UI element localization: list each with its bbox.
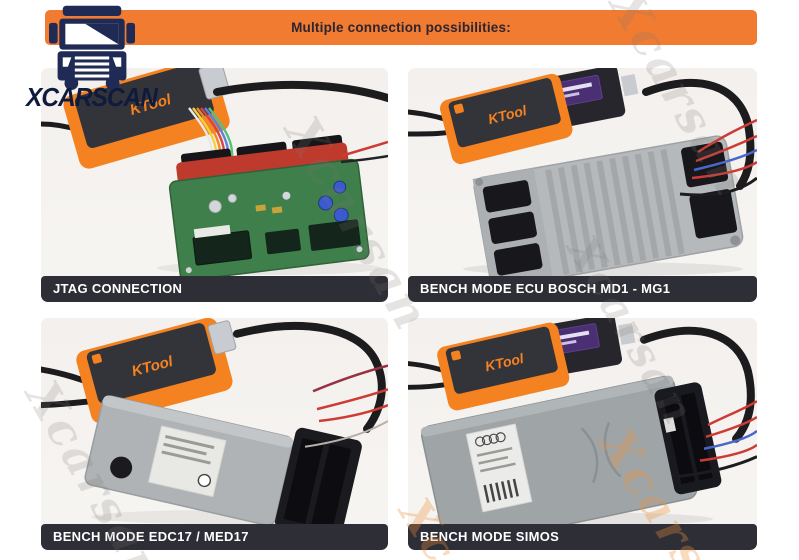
bench-simos-photo-illustration: KTool	[408, 318, 757, 524]
bench-simos-photo: KTool	[408, 318, 757, 524]
banner: Multiple connection possibilities:	[45, 10, 757, 45]
brand-name: XCARSCAN	[26, 82, 158, 112]
banner-text: Multiple connection possibilities:	[291, 20, 511, 35]
panel-caption: BENCH MODE EDC17 / MED17	[41, 524, 388, 550]
jtag-photo: KTool	[41, 68, 388, 276]
bench-md1-photo: KTool	[408, 68, 757, 276]
panel-caption: JTAG CONNECTION	[41, 276, 388, 302]
panel-bench-edc17: KTool	[41, 318, 388, 550]
panel-caption: BENCH MODE SIMOS	[408, 524, 757, 550]
panel-caption: BENCH MODE ECU BOSCH MD1 - MG1	[408, 276, 757, 302]
panel-jtag: KTool	[41, 68, 388, 302]
bench-edc17-photo: KTool	[41, 318, 388, 524]
bench-edc17-photo-illustration: KTool	[41, 318, 388, 524]
panel-bench-md1-mg1: KTool	[408, 68, 757, 302]
bench-md1-photo-illustration: KTool	[408, 68, 757, 276]
brand-logo: XCARSCAN	[26, 2, 176, 118]
truck-icon	[49, 5, 135, 90]
panel-bench-simos: KTool	[408, 318, 757, 550]
jtag-photo-illustration: KTool	[41, 68, 388, 276]
